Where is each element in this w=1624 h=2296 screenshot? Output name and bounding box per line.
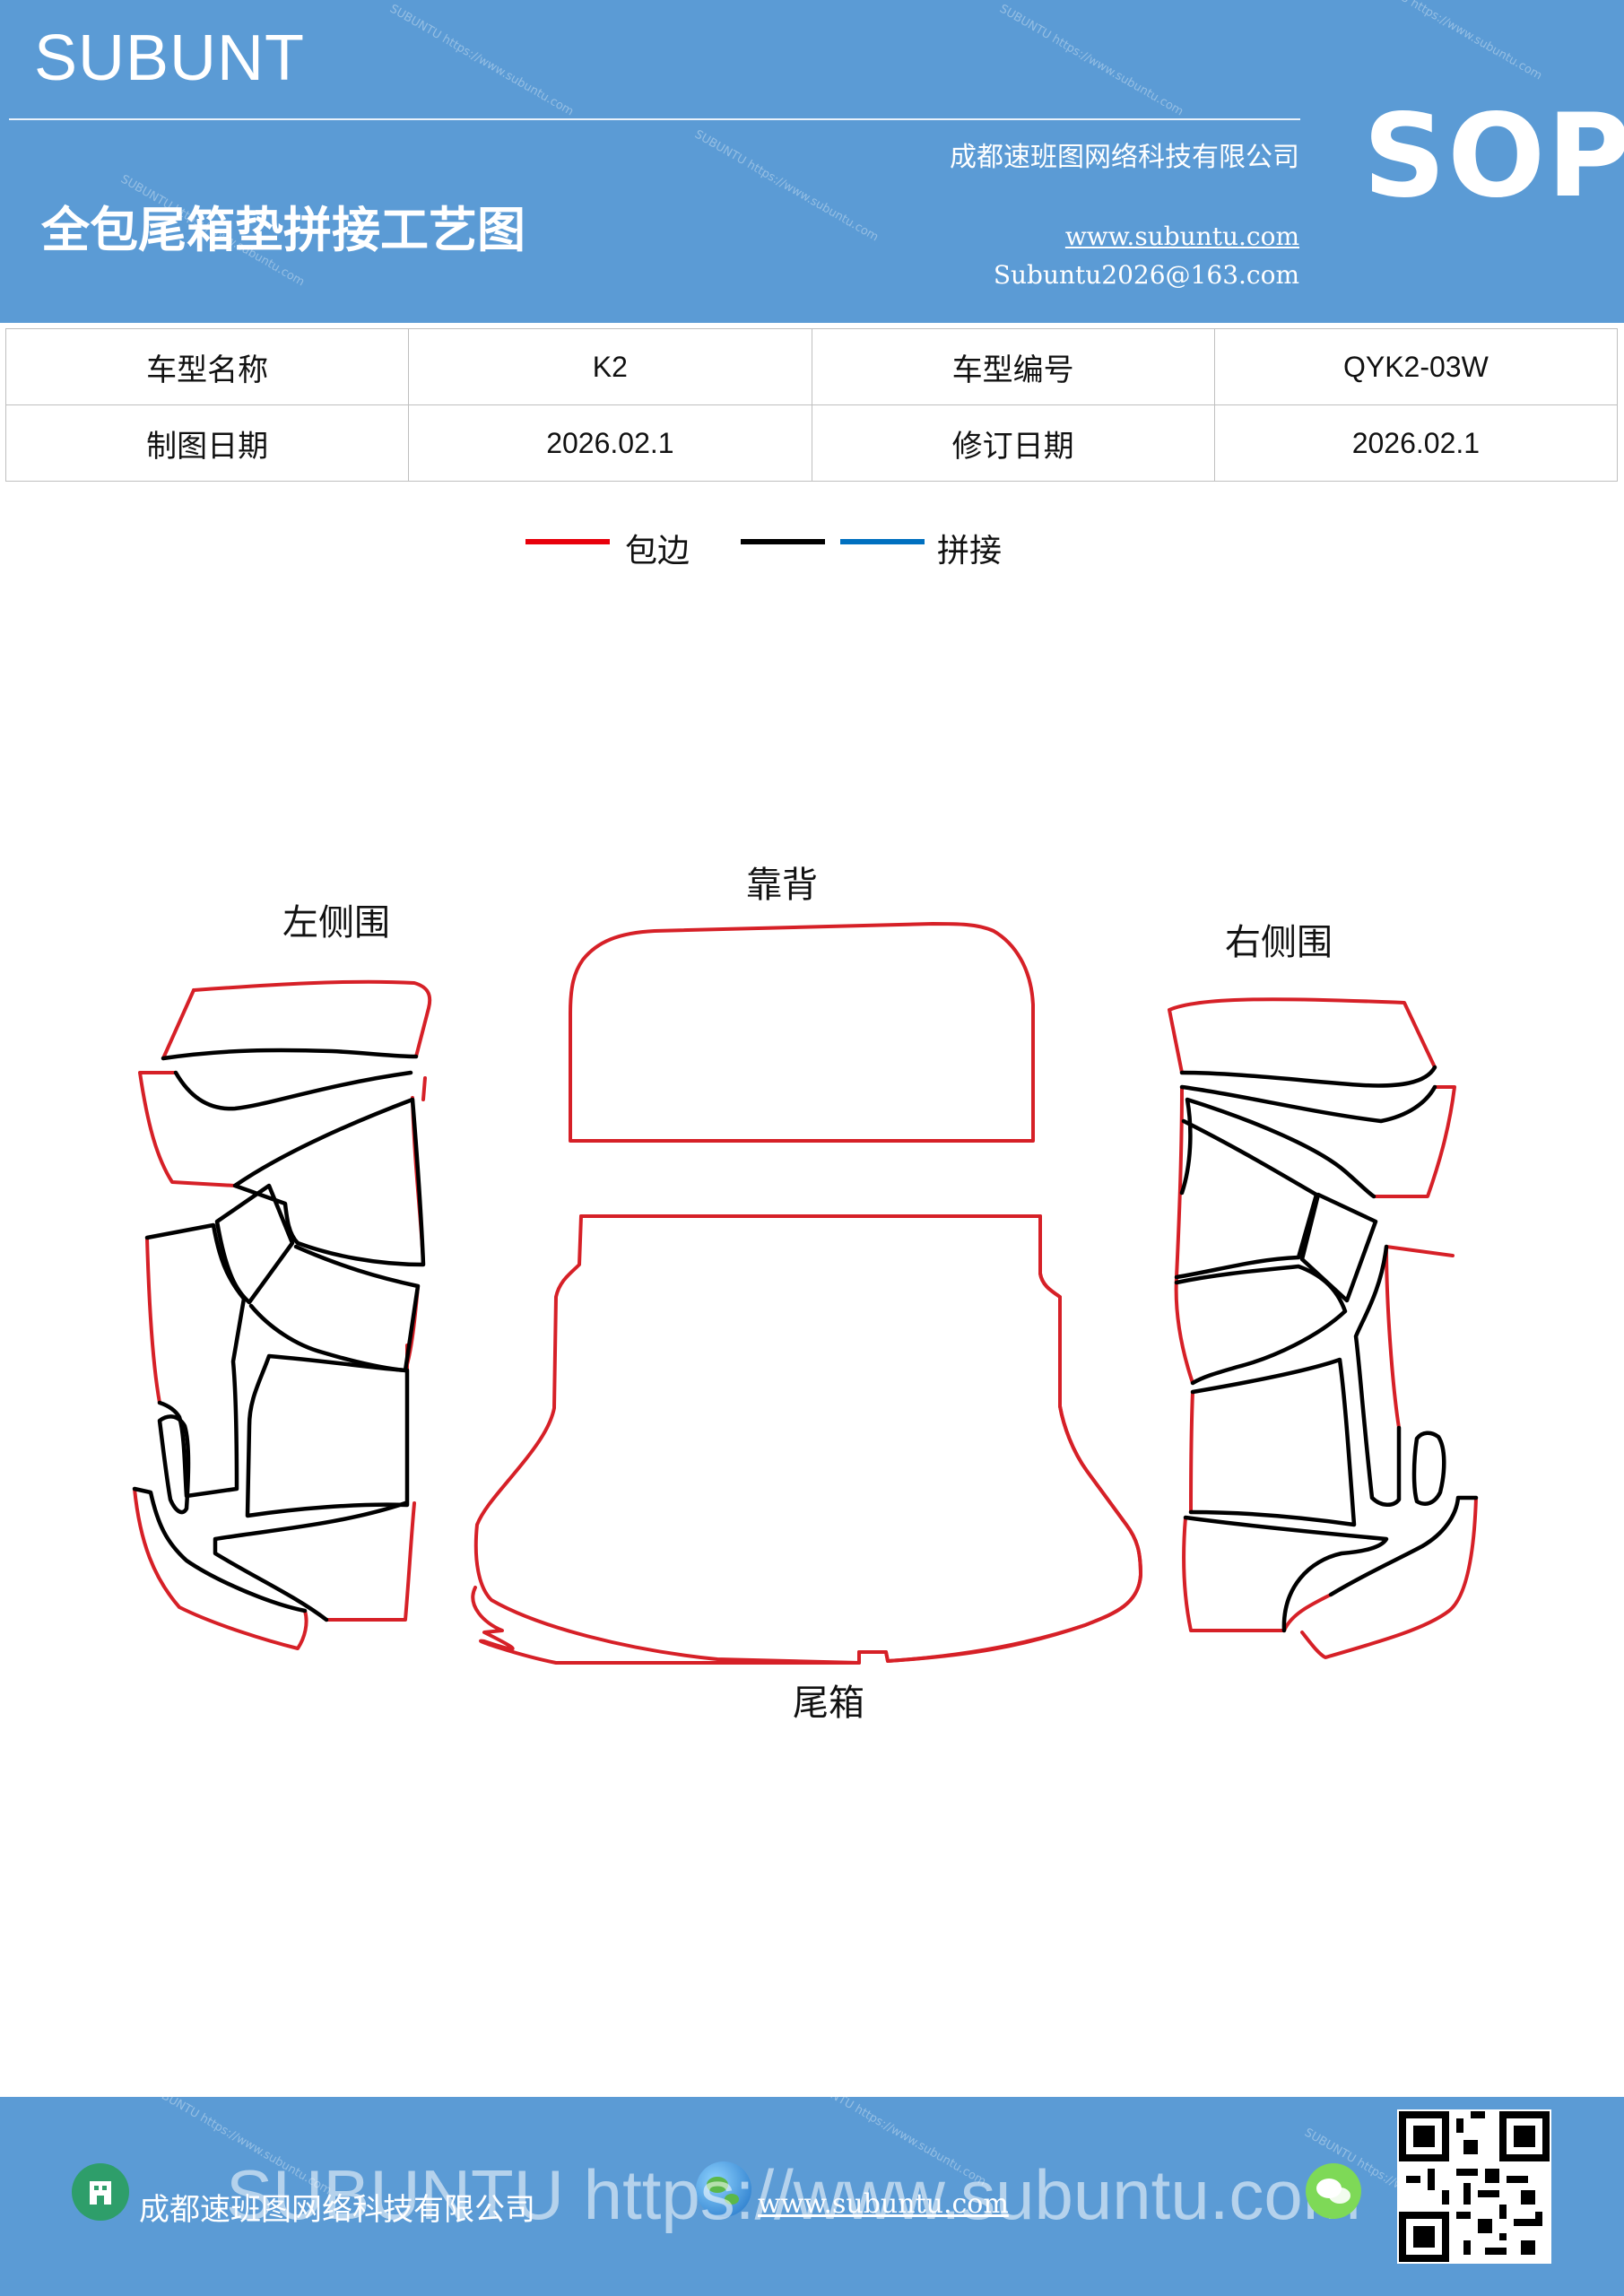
edge-binding-label: 包边: [625, 533, 690, 570]
left-side-upper-edge: [138, 1071, 237, 1187]
email-address: Subuntu2026@163.com: [993, 260, 1299, 290]
left-side-bottom-edge: [133, 1487, 416, 1650]
qr-code[interactable]: [1397, 2109, 1551, 2264]
sop-badge: SOP: [1363, 90, 1624, 223]
right-side-seam: [1179, 1097, 1376, 1199]
model-name-label: 车型名称: [4, 328, 410, 405]
trunk-floor-panel: [471, 1214, 1142, 1665]
left-side-label: 左侧围: [282, 902, 390, 944]
right-side-seam: [1174, 1118, 1319, 1280]
left-side-seam: [245, 1353, 410, 1518]
website-link[interactable]: www.subuntu.com: [1064, 222, 1299, 251]
table-row: 车型名称 K2 车型编号 QYK2-03W: [4, 328, 1619, 405]
footer-banner: SUBUNTU https://www.subuntu.com SUBUNTU …: [0, 2097, 1624, 2296]
backrest-panel: [569, 922, 1035, 1143]
right-side-left-edge: [1174, 1275, 1194, 1514]
brand-name: SUBUNT: [34, 22, 306, 94]
revision-date-label: 修订日期: [811, 404, 1215, 482]
left-side-seam: [232, 1097, 426, 1267]
line-legend: 包边 拼接: [0, 525, 1624, 578]
edge-binding-swatch: [525, 539, 610, 544]
left-side-seam: [214, 1183, 295, 1305]
footer-website-link[interactable]: www.subuntu.com: [758, 2188, 1009, 2220]
company-name: 成都速班图网络科技有限公司: [950, 142, 1299, 173]
trunk-label: 尾箱: [793, 1683, 864, 1724]
backrest-label: 靠背: [746, 865, 818, 906]
model-code-value: QYK2-03W: [1213, 328, 1619, 405]
right-side-seam: [1183, 1515, 1389, 1633]
left-side-top-piece-edge: [161, 988, 195, 1060]
left-side-top-piece: [192, 979, 432, 1058]
right-side-seam: [1411, 1431, 1446, 1506]
right-side-bottom-edge: [1182, 1496, 1478, 1659]
left-side-seam: [132, 1486, 408, 1622]
model-code-label: 车型编号: [811, 328, 1215, 405]
revision-date-value: 2026.02.1: [1213, 404, 1619, 482]
right-side-seam: [1174, 1264, 1348, 1386]
globe-icon: [696, 2161, 751, 2217]
right-side-seam: [1188, 1357, 1357, 1527]
model-name-value: K2: [408, 328, 812, 405]
right-side-seam: [1353, 1244, 1402, 1507]
right-side-top-piece: [1168, 997, 1437, 1074]
trunk-mat-pattern-drawing: 左侧围 靠背 右侧围 尾箱: [132, 865, 1479, 1724]
draw-date-value: 2026.02.1: [408, 404, 812, 482]
building-icon: [72, 2163, 129, 2221]
document-title: 全包尾箱垫拼接工艺图: [41, 201, 525, 258]
left-side-seam: [161, 1048, 419, 1061]
splice-label: 拼接: [937, 533, 1003, 570]
right-side-label: 右侧围: [1225, 922, 1333, 963]
right-side-seam: [1179, 1084, 1437, 1124]
table-row: 制图日期 2026.02.1 修订日期 2026.02.1: [4, 404, 1619, 482]
footer-company-name: 成都速班图网络科技有限公司: [139, 2192, 535, 2228]
left-side-seam: [144, 1222, 247, 1499]
black-line-swatch: [741, 539, 825, 544]
right-side-seam: [1328, 1495, 1479, 1597]
header-divider: [9, 118, 1300, 120]
trunk-floor-outline: [473, 1214, 1142, 1665]
left-side-seam: [173, 1070, 413, 1111]
footer-watermark: SUBUNTU https://www.subuntu.com: [226, 2155, 1361, 2234]
vehicle-info-table: 车型名称 K2 车型编号 QYK2-03W 制图日期 2026.02.1 修订日…: [4, 328, 1619, 482]
right-side-seam: [1299, 1192, 1378, 1303]
wechat-icon[interactable]: [1306, 2163, 1361, 2219]
splice-swatch: [840, 539, 925, 544]
right-side-seam: [1179, 1065, 1437, 1088]
header-banner: SUBUNTU https://www.subuntu.com SUBUNTU …: [0, 0, 1624, 323]
draw-date-label: 制图日期: [4, 404, 410, 482]
left-side-seam: [157, 1414, 191, 1515]
left-side-middle-edge: [145, 1236, 161, 1405]
right-side-upper-edge: [1372, 1085, 1456, 1198]
